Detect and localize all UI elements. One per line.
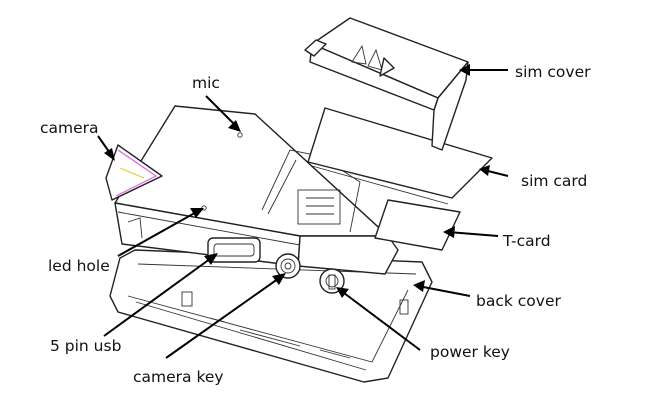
label-back-cover: back cover [476,292,561,310]
label-power-key: power key [430,343,510,361]
label-sim-cover: sim cover [515,63,591,81]
label-t-card: T-card [503,232,551,250]
label-camera-key: camera key [133,368,224,386]
label-mic: mic [192,74,220,92]
label-5-pin-usb: 5 pin usb [50,337,122,355]
sim-cover-part [304,17,469,151]
t-card-part [374,199,461,251]
label-camera: camera [40,119,99,137]
label-led-hole: led hole [48,257,110,275]
camera-lens-part [105,144,163,201]
leader-lines [97,64,509,359]
label-sim-card: sim card [521,172,588,190]
main-body-part [114,105,399,294]
